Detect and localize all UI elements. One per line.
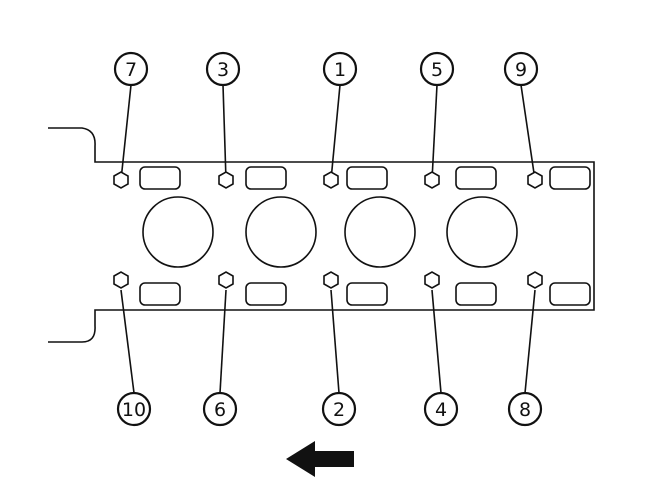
callout-top-4: 5 (419, 51, 455, 87)
callout-number: 6 (214, 399, 226, 421)
callout-number: 1 (334, 59, 346, 81)
callout-number: 2 (333, 399, 345, 421)
port-slot (549, 282, 591, 306)
port-slot (245, 282, 287, 306)
bolt-head-icon (424, 271, 440, 289)
callout-top-3: 1 (322, 51, 358, 87)
port-slot (346, 282, 388, 306)
callout-bottom-4: 4 (423, 391, 459, 427)
callout-number: 10 (122, 399, 146, 421)
port-slot (139, 166, 181, 190)
callout-bottom-1: 10 (116, 391, 152, 427)
callout-top-2: 3 (205, 51, 241, 87)
callout-number: 7 (125, 59, 137, 81)
callout-bottom-5: 8 (507, 391, 543, 427)
leader-lines (120, 84, 536, 394)
port-slot (455, 282, 497, 306)
callout-bottom-3: 2 (321, 391, 357, 427)
callout-number: 4 (435, 399, 447, 421)
cylinder-bore-1 (142, 196, 214, 268)
callout-bottom-2: 6 (202, 391, 238, 427)
cylinder-bore-2 (245, 196, 317, 268)
port-slot (245, 166, 287, 190)
bottom-callouts: 10 6 2 4 8 (116, 391, 543, 427)
port-slots (139, 166, 591, 306)
port-slot (455, 166, 497, 190)
cylinder-bores (142, 196, 518, 268)
port-slot (139, 282, 181, 306)
bolt-head-icon (527, 171, 543, 189)
bolt-head-icon (323, 171, 339, 189)
cylinder-bore-4 (446, 196, 518, 268)
callout-number: 8 (519, 399, 531, 421)
bolt-head-icon (218, 271, 234, 289)
bolt-heads (113, 171, 543, 289)
bolt-head-icon (424, 171, 440, 189)
bolt-head-icon (113, 171, 129, 189)
port-slot (549, 166, 591, 190)
bolt-head-icon (527, 271, 543, 289)
cylinder-bore-3 (344, 196, 416, 268)
port-slot (346, 166, 388, 190)
callout-number: 9 (515, 59, 527, 81)
callout-top-5: 9 (503, 51, 539, 87)
callout-number: 3 (217, 59, 229, 81)
top-callouts: 7 3 1 5 9 (113, 51, 539, 87)
bolt-head-icon (218, 171, 234, 189)
callout-top-1: 7 (113, 51, 149, 87)
bolt-head-icon (113, 271, 129, 289)
bolt-head-icon (323, 271, 339, 289)
callout-number: 5 (431, 59, 443, 81)
head-outline (48, 127, 595, 343)
arrow-left-icon (286, 441, 354, 477)
